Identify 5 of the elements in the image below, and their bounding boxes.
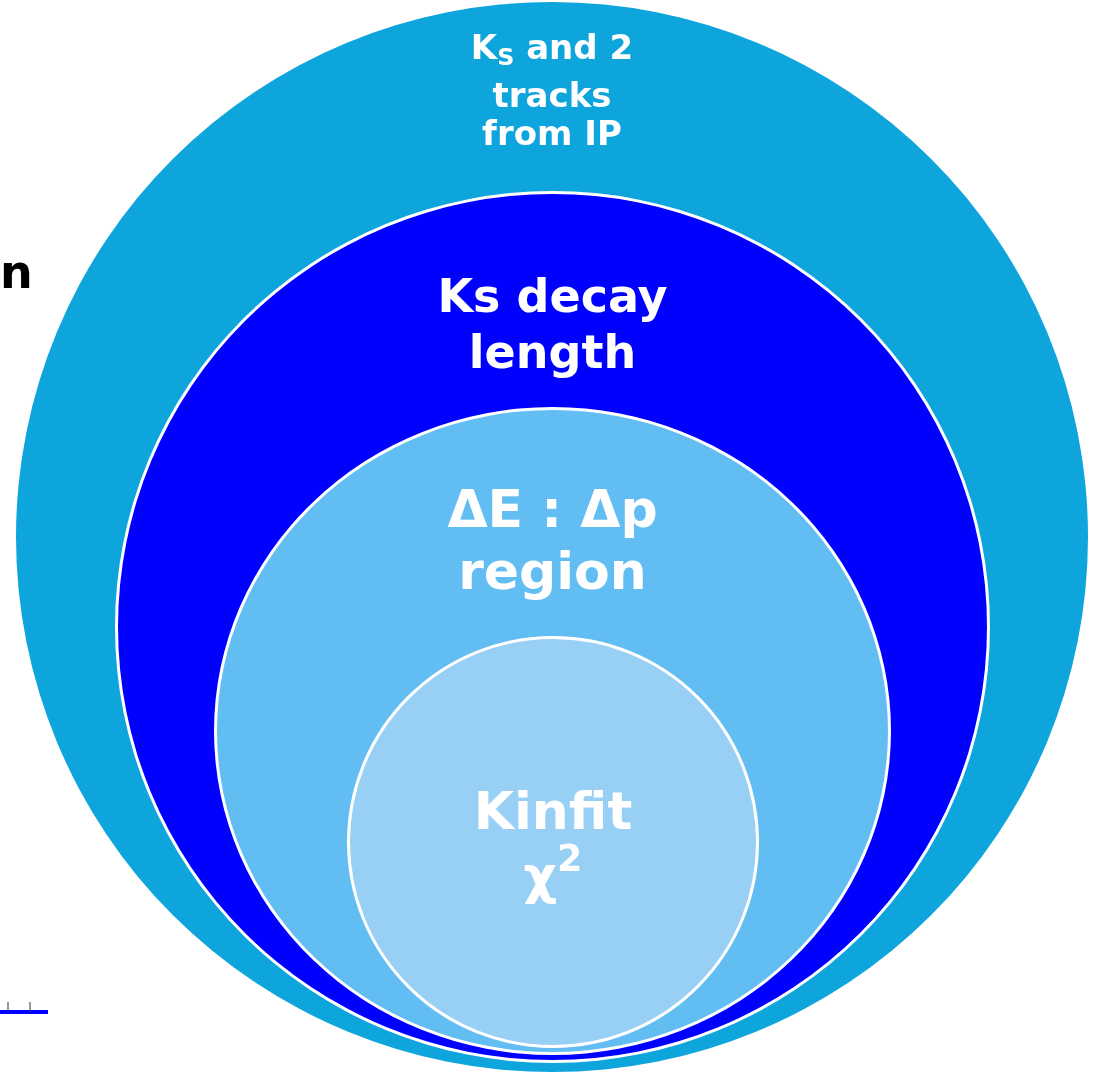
circle-label: K$_{S}$ and 2 tracks from IP	[469, 28, 635, 152]
circle-label: ΔE : Δp region	[446, 478, 659, 602]
circle-label: Ks decay length	[436, 268, 669, 380]
circle-label: Kinfit χ$^{2}$	[472, 780, 634, 907]
fragment-text: n	[0, 245, 33, 299]
